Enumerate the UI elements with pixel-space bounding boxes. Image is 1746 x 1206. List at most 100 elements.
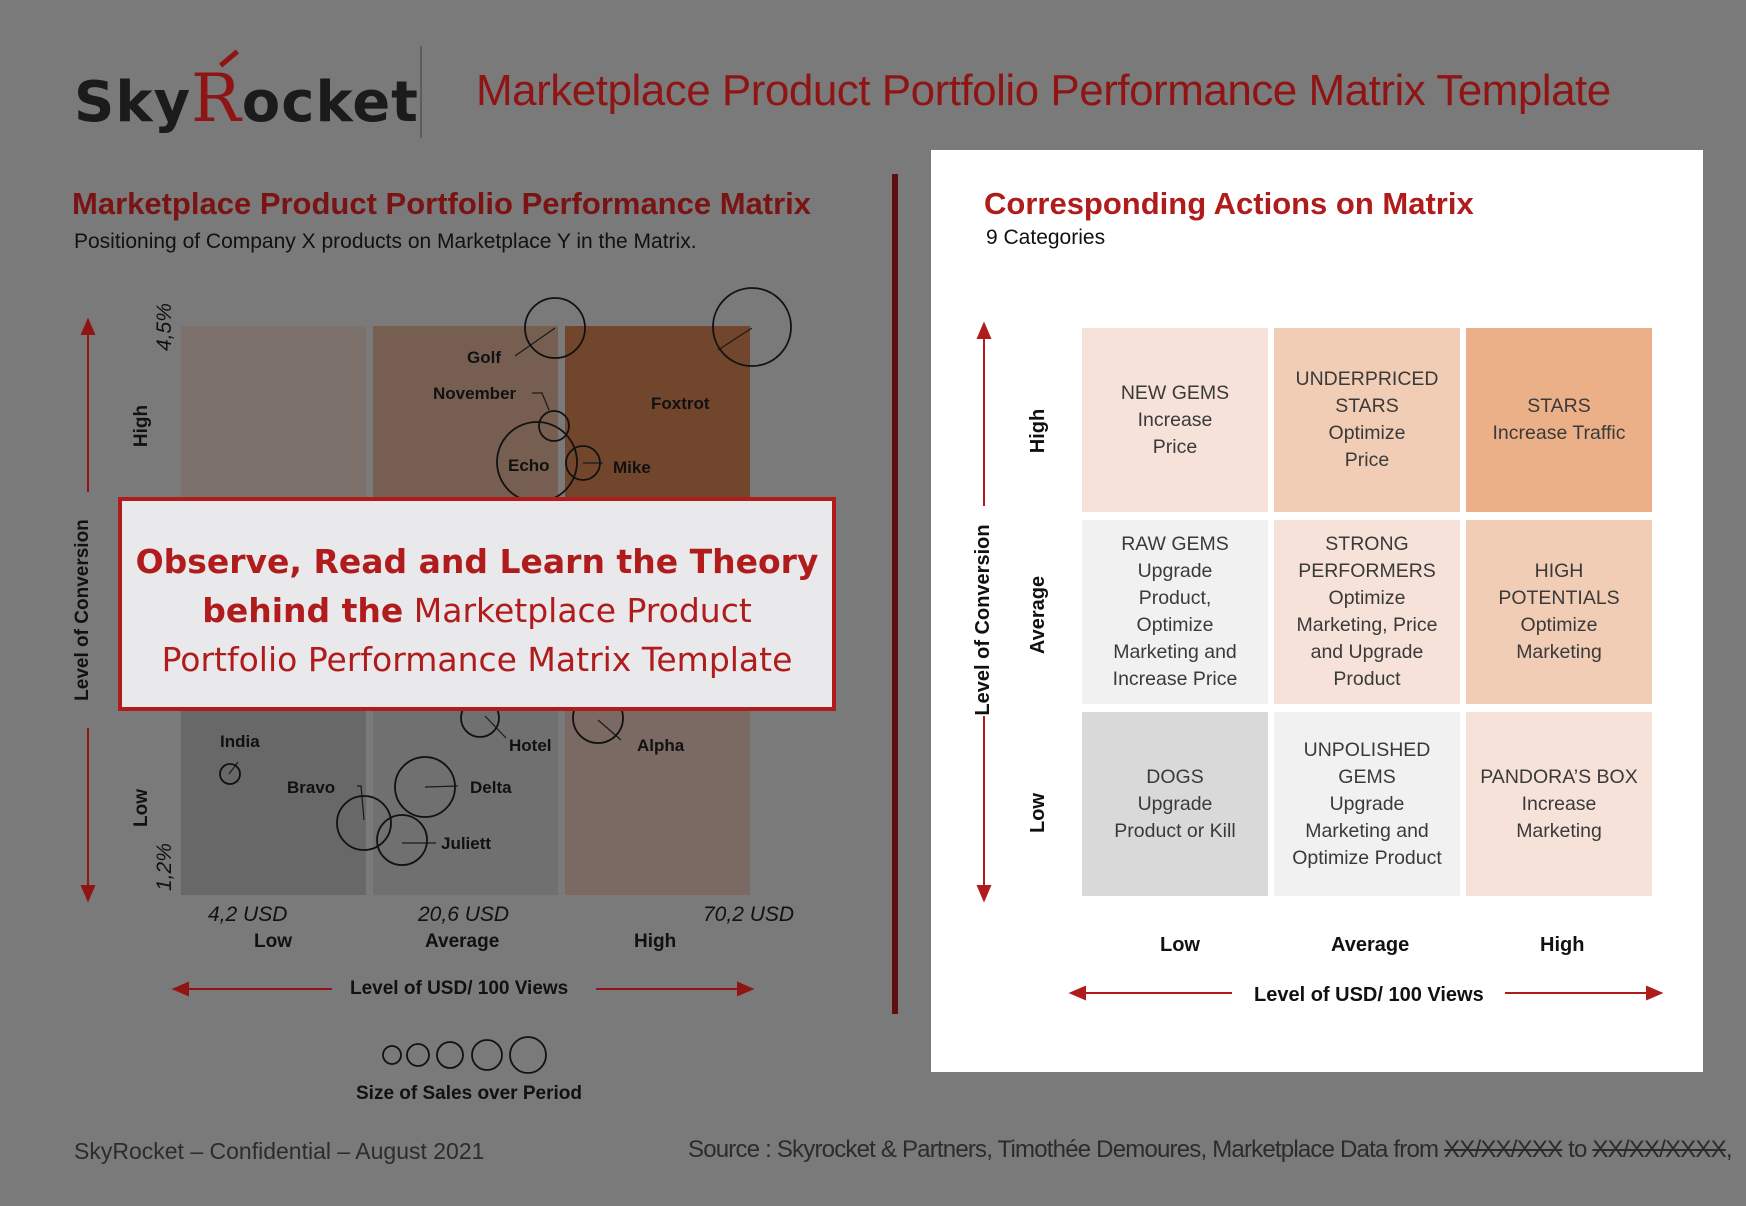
action-cell-4-line: Optimize bbox=[1328, 587, 1406, 609]
actions-arrows-svg bbox=[976, 321, 1664, 1001]
footer-source-prefix: Source : Skyrocket & Partners, Timothée … bbox=[688, 1136, 1445, 1163]
callout-line1: Observe, Read and Learn the Theory bbox=[135, 542, 819, 581]
bravo-leader bbox=[357, 785, 365, 821]
left-x-arrow-right-head bbox=[737, 981, 755, 997]
right-y-arrow-down-head bbox=[976, 885, 992, 903]
bubble-india bbox=[219, 763, 241, 785]
hotel-leader bbox=[484, 715, 507, 739]
november-leader bbox=[532, 392, 550, 411]
action-cell-8-line: PANDORA’S BOX bbox=[1480, 765, 1638, 788]
action-cell-0-line: Price bbox=[1152, 435, 1198, 458]
label-foxtrot: Foxtrot bbox=[651, 394, 710, 413]
action-cell-5-line: HIGH bbox=[1534, 560, 1584, 582]
x-tick-3: 70,2 USD bbox=[703, 903, 795, 926]
action-cell-6-line: DOGS bbox=[1146, 765, 1204, 788]
bubble-november bbox=[538, 410, 570, 442]
right-y-cat-average: Average bbox=[1027, 575, 1049, 655]
footer-source-suffix: , bbox=[1725, 1136, 1733, 1163]
action-cell-3-line: Increase Price bbox=[1112, 668, 1238, 690]
right-x-cat-average: Average bbox=[1331, 934, 1410, 956]
alpha-leader bbox=[597, 719, 622, 741]
action-cell-7-line: Optimize Product bbox=[1292, 846, 1442, 869]
bubble-bravo bbox=[336, 795, 392, 851]
bubble-mike bbox=[565, 445, 601, 481]
action-cell-6-line: Product or Kill bbox=[1114, 819, 1236, 842]
action-cell-7-line: UNPOLISHED bbox=[1303, 738, 1431, 761]
left-y-arrow-up-head bbox=[80, 317, 96, 335]
action-cell-7-line: Marketing and bbox=[1305, 819, 1429, 842]
action-cell-4-line: STRONG bbox=[1325, 533, 1409, 555]
skyrocket-logo: SkyRocket bbox=[74, 49, 418, 138]
action-cell-7-line: Upgrade bbox=[1329, 792, 1405, 815]
footer-source-date-from: XX/XX/XXX bbox=[1444, 1136, 1563, 1163]
bubble-delta bbox=[394, 756, 456, 818]
label-bravo: Bravo bbox=[287, 778, 336, 797]
action-cell-5-line: POTENTIALS bbox=[1498, 587, 1620, 609]
y-cat-high: High bbox=[131, 404, 152, 448]
label-golf: Golf bbox=[467, 348, 501, 367]
action-cell-1-line: UNDERPRICED bbox=[1295, 368, 1439, 390]
action-cell-0-line: NEW GEMS bbox=[1120, 381, 1230, 404]
right-x-cat-low: Low bbox=[1160, 934, 1200, 956]
india-leader bbox=[228, 761, 239, 775]
action-cell-5-line: Marketing bbox=[1516, 641, 1602, 663]
footer-confidential: SkyRocket – Confidential – August 2021 bbox=[74, 1138, 485, 1164]
action-cell-8-line: Marketing bbox=[1516, 819, 1602, 842]
size-legend-circle-1 bbox=[382, 1045, 402, 1065]
bubble-golf bbox=[524, 297, 586, 359]
action-cell-0-line: Increase bbox=[1137, 408, 1213, 431]
footer-source-date-to: XX/XX/XXXX bbox=[1592, 1136, 1726, 1163]
actions-title: Corresponding Actions on Matrix bbox=[984, 186, 1474, 221]
left-x-arrow-left-head bbox=[171, 981, 189, 997]
page-title: Marketplace Product Portfolio Performanc… bbox=[476, 66, 1611, 115]
footer-source-mid: to bbox=[1562, 1136, 1593, 1163]
y-axis-label: Level of Conversion bbox=[72, 519, 93, 701]
action-cell-4-line: Marketing, Price bbox=[1296, 614, 1438, 636]
x-tick-2: 20,6 USD bbox=[418, 903, 510, 926]
action-cell-1-line: Optimize bbox=[1328, 422, 1406, 444]
golf-leader bbox=[514, 327, 556, 357]
y-tick-bottom: 1,2% bbox=[153, 843, 176, 891]
right-y-cat-high: High bbox=[1027, 408, 1049, 454]
theory-callout: Observe, Read and Learn the Theory behin… bbox=[118, 497, 836, 711]
x-cat-high: High bbox=[634, 931, 677, 952]
action-cell-4-line: and Upgrade bbox=[1310, 641, 1424, 663]
action-cell-7-line: GEMS bbox=[1338, 765, 1396, 788]
right-x-arrow-right-head bbox=[1646, 985, 1664, 1001]
action-cell-6-line: Upgrade bbox=[1137, 792, 1213, 815]
label-india: India bbox=[220, 732, 260, 751]
bubble-juliett bbox=[376, 814, 428, 866]
action-cell-3-line: RAW GEMS bbox=[1121, 533, 1229, 555]
actions-subtitle: 9 Categories bbox=[986, 226, 1106, 249]
y-tick-top: 4,5% bbox=[153, 303, 176, 351]
action-cell-3-line: Optimize bbox=[1136, 614, 1214, 636]
size-legend-circle-4 bbox=[471, 1039, 503, 1071]
y-cat-low: Low bbox=[131, 789, 152, 827]
logo-text-r: R bbox=[191, 60, 242, 137]
label-mike: Mike bbox=[613, 458, 651, 477]
center-divider bbox=[892, 174, 898, 1014]
action-cell-3-line: Product, bbox=[1138, 587, 1212, 609]
label-delta: Delta bbox=[470, 778, 512, 797]
x-cat-low: Low bbox=[254, 931, 292, 952]
footer-source: Source : Skyrocket & Partners, Timothée … bbox=[688, 1136, 1732, 1164]
action-cell-3-line: Upgrade bbox=[1137, 560, 1213, 582]
label-november: November bbox=[433, 384, 517, 403]
matrix-bubbles-svg bbox=[80, 287, 792, 1074]
x-cat-average: Average bbox=[425, 931, 500, 952]
header-divider bbox=[420, 46, 422, 138]
right-x-cat-high: High bbox=[1540, 934, 1585, 956]
x-tick-1: 4,2 USD bbox=[208, 903, 288, 926]
action-cell-5-line: Optimize bbox=[1520, 614, 1598, 636]
action-cell-4-line: Product bbox=[1333, 668, 1401, 690]
callout-line2: Marketplace Product bbox=[403, 591, 752, 630]
